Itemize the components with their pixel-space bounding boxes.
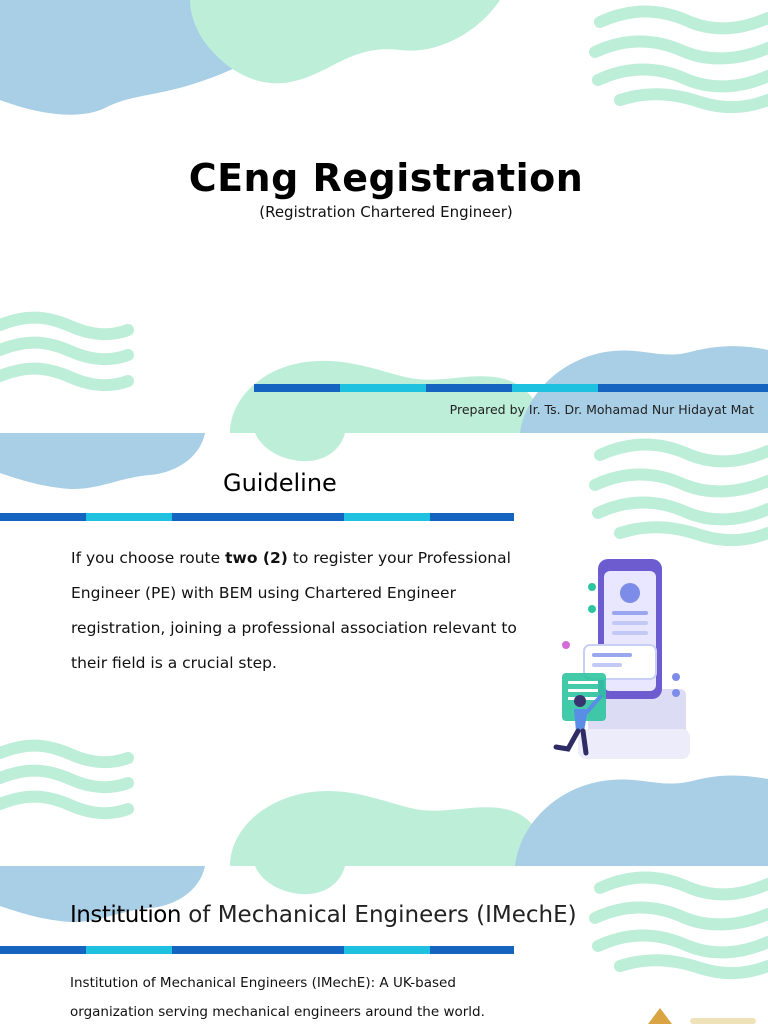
guideline-paragraph: If you choose route two (2) to register …: [71, 541, 521, 681]
page-title: CEng Registration: [188, 156, 584, 200]
background-decoration: [0, 0, 768, 433]
body-text: to register your Professional Engineer (…: [71, 549, 517, 672]
slide-title: CEng Registration (Registration Chartere…: [0, 0, 768, 433]
page-subtitle: (Registration Chartered Engineer): [259, 203, 513, 221]
heading-lead: Institution: [70, 902, 181, 928]
heading-rest: of Mechanical Engineers (IMechE): [180, 902, 577, 928]
author-credit: Prepared by Ir. Ts. Dr. Mohamad Nur Hida…: [449, 402, 754, 417]
body-text: If you choose route: [71, 549, 226, 567]
imeche-paragraph: Institution of Mechanical Engineers (IMe…: [70, 975, 485, 1020]
body-text-bold: two (2): [225, 549, 288, 567]
slide-guideline: Guideline If you choose route two (2) to…: [0, 433, 768, 866]
background-decoration: [0, 866, 768, 1024]
background-decoration: [0, 433, 768, 866]
section-heading: Guideline: [223, 469, 337, 497]
slide-imeche: Institution of Mechanical Engineers (IMe…: [0, 866, 768, 1024]
registration-illustration: [553, 559, 690, 759]
section-heading: Institution of Mechanical Engineers (IMe…: [70, 902, 577, 928]
